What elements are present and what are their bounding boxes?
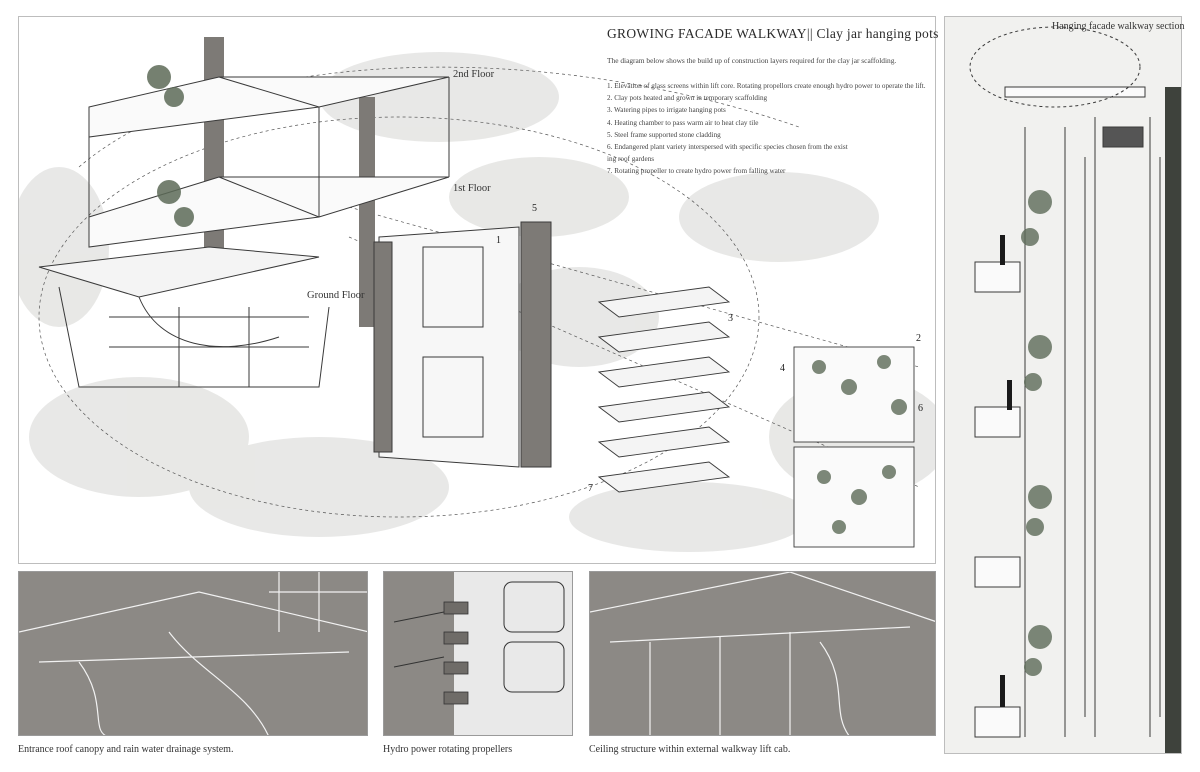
label-2nd-floor: 2nd Floor: [453, 69, 495, 80]
caption-canopy: Entrance roof canopy and rain water drai…: [18, 744, 234, 755]
note-item: 3. Watering pipes to irrigate hanging po…: [607, 106, 726, 115]
note-item: 7. Rotating propeller to create hydro po…: [607, 167, 786, 176]
notes-list: 1. Elevation of glass screens within lif…: [607, 80, 937, 178]
note-item: 5. Steel frame supported stone cladding: [607, 130, 721, 139]
callout-3: 3: [728, 313, 733, 324]
main-diagram-panel: [18, 16, 936, 564]
note-item: 1. Elevation of glass screens within lif…: [607, 82, 926, 90]
walkway-section-drawing: [969, 26, 1181, 753]
intro-text: The diagram below shows the build up of …: [607, 56, 897, 65]
note-item: ing roof gardens: [607, 155, 655, 164]
page-title: GROWING FACADE WALKWAY|| Clay jar hangin…: [607, 26, 939, 41]
detail-propellers: [383, 571, 573, 736]
detail-ceiling: [589, 571, 936, 736]
label-1st-floor: 1st Floor: [453, 183, 491, 194]
caption-ceiling: Ceiling structure within external walkwa…: [589, 744, 791, 755]
section-title: Hanging facade walkway section: [1052, 21, 1185, 32]
note-item: 6. Endangered plant variety interspersed…: [607, 143, 848, 152]
exploded-axonometric-drawing: [19, 37, 935, 552]
ceiling-detail-drawing: [590, 572, 935, 735]
canopy-detail-drawing: [19, 572, 367, 735]
callout-5: 5: [532, 203, 537, 214]
callout-2: 2: [916, 333, 921, 344]
note-item: 4. Heating chamber to pass warm air to h…: [607, 118, 759, 127]
label-ground-floor: Ground Floor: [307, 290, 365, 301]
callout-1: 1: [496, 235, 501, 246]
detail-canopy: [18, 571, 368, 736]
caption-propellers: Hydro power rotating propellers: [383, 744, 513, 755]
section-panel: [944, 16, 1182, 754]
callout-6: 6: [918, 403, 923, 414]
callout-7: 7: [588, 483, 593, 494]
callout-4: 4: [780, 363, 785, 374]
propeller-detail-drawing: [384, 572, 565, 735]
note-item: 2. Clay pots heated and grown in tempora…: [607, 94, 768, 103]
